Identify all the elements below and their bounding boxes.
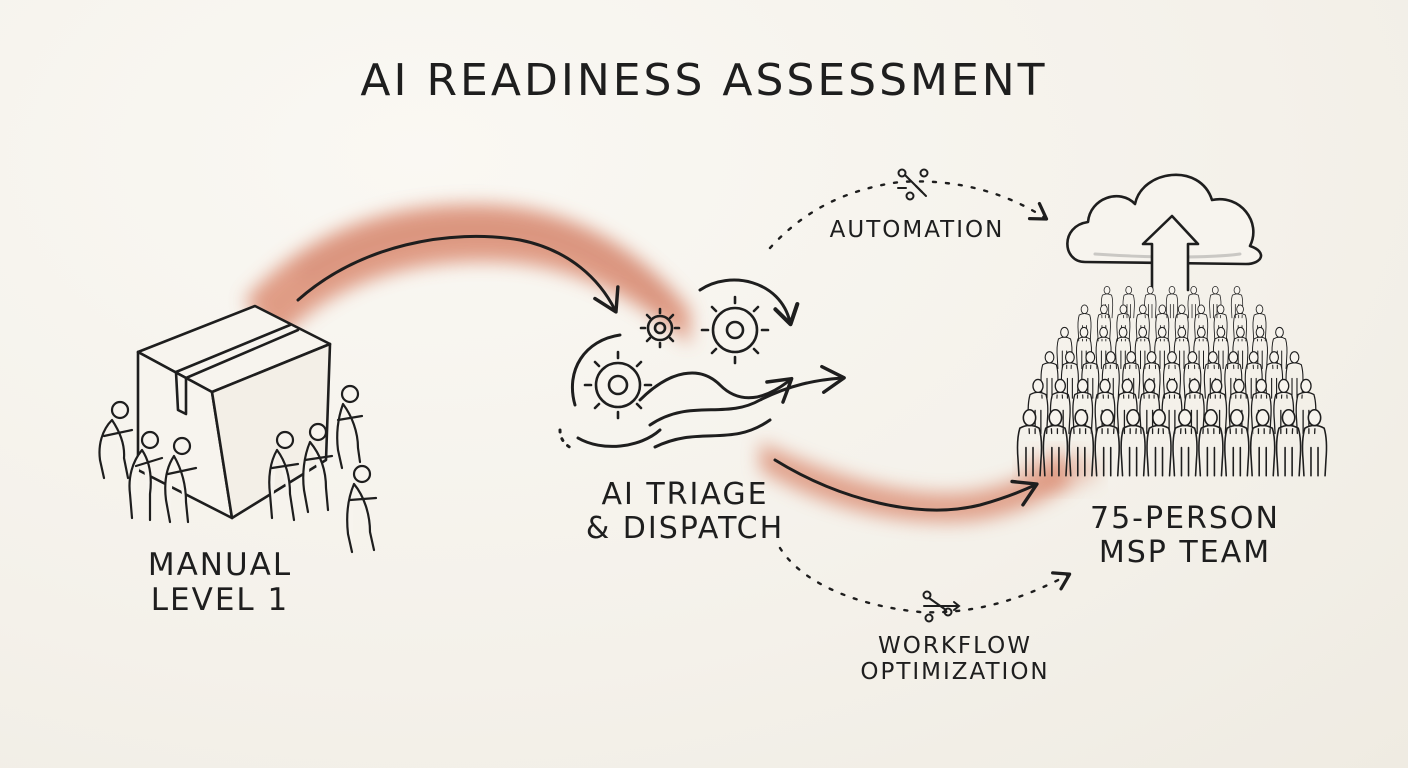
crowd-person-icon <box>1252 326 1268 370</box>
arrow-manual-to-triage <box>296 234 620 314</box>
cardboard-box-icon <box>136 304 332 520</box>
crowd-person-icon <box>1244 351 1263 399</box>
crowd-person-icon <box>1301 408 1328 477</box>
crowd-person-icon <box>1060 351 1079 399</box>
label-msp-team: 75-Person MSP Team <box>1060 502 1310 569</box>
crowd-person-icon <box>1161 378 1183 435</box>
workflow-optimization-icon <box>922 590 961 623</box>
crowd-person-icon <box>1275 408 1302 477</box>
dotted-arrow-workflow <box>778 546 1072 614</box>
crowd-person-icon <box>1273 378 1295 435</box>
label-manual-line2: Level 1 <box>150 581 290 618</box>
crowd-person-icon <box>1173 326 1190 370</box>
label-team-line2: MSP Team <box>1098 534 1272 570</box>
crowd-person-icon <box>1116 378 1138 435</box>
watercolor-wash-upper <box>245 204 690 345</box>
automation-workflow-icon <box>897 168 929 201</box>
crowd-person-icon <box>1194 304 1209 342</box>
crowd-person-icon <box>1077 304 1092 342</box>
crowd-person-icon <box>1163 351 1181 399</box>
watercolor-wash-crowd <box>1020 452 1100 488</box>
label-automation: Automation <box>829 217 1005 243</box>
crowd-person-icon <box>1072 378 1094 435</box>
crowd-person-icon <box>1187 285 1200 319</box>
label-ai-triage: AI Triage & Dispatch <box>560 478 810 545</box>
crowd-person-icon <box>1209 285 1222 319</box>
crowd-person-icon <box>1174 304 1189 342</box>
crowd-person-icon <box>1040 351 1059 399</box>
crowd-person-icon <box>1295 378 1317 435</box>
crowd-person-icon <box>1096 304 1111 342</box>
workers-group-icon <box>98 384 378 554</box>
arrow-triage-to-team <box>773 458 1039 512</box>
crowd-person-icon <box>1203 351 1222 399</box>
crowd-person-icon <box>1213 304 1228 342</box>
crowd-person-icon <box>1016 408 1043 477</box>
crowd-person-icon <box>1250 378 1272 435</box>
label-team-line1: 75-Person <box>1090 501 1280 536</box>
crowd-person-icon <box>1233 304 1248 342</box>
crowd-person-icon <box>1144 285 1157 319</box>
label-workflow-line2: Optimization <box>860 658 1050 685</box>
crowd-person-icon <box>1228 378 1250 435</box>
crowd-person-icon <box>1285 351 1304 399</box>
crowd-person-icon <box>1068 408 1095 477</box>
crowd-person-icon <box>1101 351 1120 399</box>
crowd-person-icon <box>1122 351 1141 399</box>
crowd-person-icon <box>1165 285 1179 319</box>
crowd-person-icon <box>1139 378 1161 435</box>
crowd-person-icon <box>1049 378 1071 435</box>
crowd-icon <box>1016 285 1328 477</box>
crowd-person-icon <box>1193 326 1210 370</box>
crowd-person-icon <box>1154 326 1171 370</box>
crowd-person-icon <box>1230 285 1244 319</box>
label-triage-line1: AI Triage <box>601 477 769 512</box>
crowd-person-icon <box>1135 304 1150 342</box>
gears-icon <box>583 295 770 420</box>
crowd-person-icon <box>1232 326 1249 370</box>
crowd-person-icon <box>1265 351 1284 399</box>
crowd-person-icon <box>1183 351 1202 399</box>
crowd-person-icon <box>1094 408 1120 477</box>
crowd-person-icon <box>1172 408 1198 477</box>
crowd-person-icon <box>1206 378 1228 435</box>
label-manual-level-1: Manual Level 1 <box>110 548 330 617</box>
crowd-person-icon <box>1042 408 1069 477</box>
crowd-person-icon <box>1115 326 1132 370</box>
crowd-person-icon <box>1120 408 1146 477</box>
crowd-person-icon <box>1212 326 1229 370</box>
crowd-person-icon <box>1100 285 1114 319</box>
crowd-person-icon <box>1146 408 1172 477</box>
crowd-person-icon <box>1094 378 1116 435</box>
crowd-person-icon <box>1142 351 1161 399</box>
crowd-person-icon <box>1081 351 1100 399</box>
label-triage-line2: & Dispatch <box>585 510 785 546</box>
crowd-person-icon <box>1224 351 1243 399</box>
crowd-person-icon <box>1252 304 1267 342</box>
label-workflow-optimization: Workflow Optimization <box>840 633 1070 686</box>
swirl-arrows-icon <box>558 278 846 452</box>
crowd-person-icon <box>1134 326 1151 370</box>
crowd-person-icon <box>1027 378 1049 435</box>
crowd-person-icon <box>1198 408 1224 477</box>
crowd-person-icon <box>1155 304 1170 342</box>
crowd-person-icon <box>1224 408 1250 477</box>
crowd-person-icon <box>1249 408 1276 477</box>
crowd-person-icon <box>1095 326 1112 370</box>
crowd-person-icon <box>1116 304 1131 342</box>
crowd-person-icon <box>1122 285 1135 319</box>
label-manual-line1: Manual <box>147 547 293 583</box>
crowd-person-icon <box>1271 326 1288 370</box>
crowd-person-icon <box>1076 326 1092 370</box>
cloud-upload-icon <box>1066 173 1263 292</box>
crowd-person-icon <box>1056 326 1073 370</box>
diagram-title: AI Readiness Assessment <box>360 55 1048 106</box>
dotted-arrow-automation <box>768 180 1049 250</box>
label-workflow-line1: Workflow <box>878 633 1032 659</box>
crowd-person-icon <box>1183 378 1205 435</box>
